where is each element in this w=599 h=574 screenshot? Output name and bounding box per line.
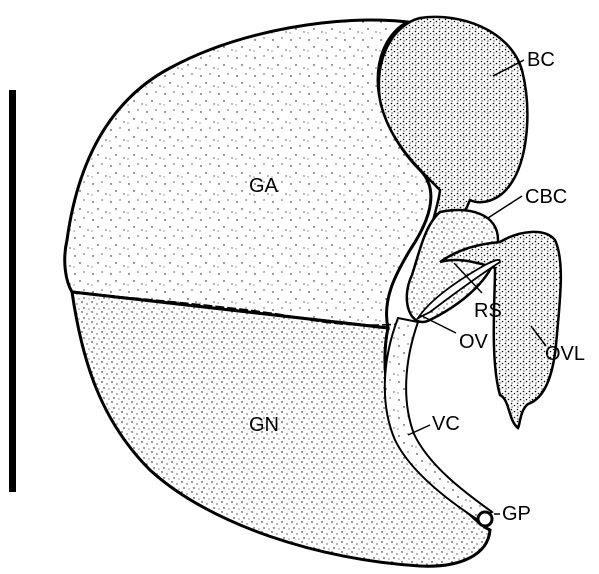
label-ov: OV	[459, 331, 489, 353]
label-ovl: OVL	[545, 343, 585, 365]
label-cbc: CBC	[525, 186, 567, 208]
label-gp: GP	[502, 503, 531, 525]
label-gn: GN	[249, 414, 279, 436]
label-bc: BC	[527, 49, 555, 71]
nidamental-gland-shape	[72, 292, 490, 566]
ov-leader-line	[420, 315, 456, 333]
label-ga: GA	[249, 175, 279, 197]
label-rs: RS	[474, 300, 502, 322]
genital-pore-shape	[478, 512, 492, 526]
albumen-gland-shape	[65, 20, 431, 328]
scale-bar	[9, 90, 16, 492]
label-vc: VC	[432, 413, 460, 435]
